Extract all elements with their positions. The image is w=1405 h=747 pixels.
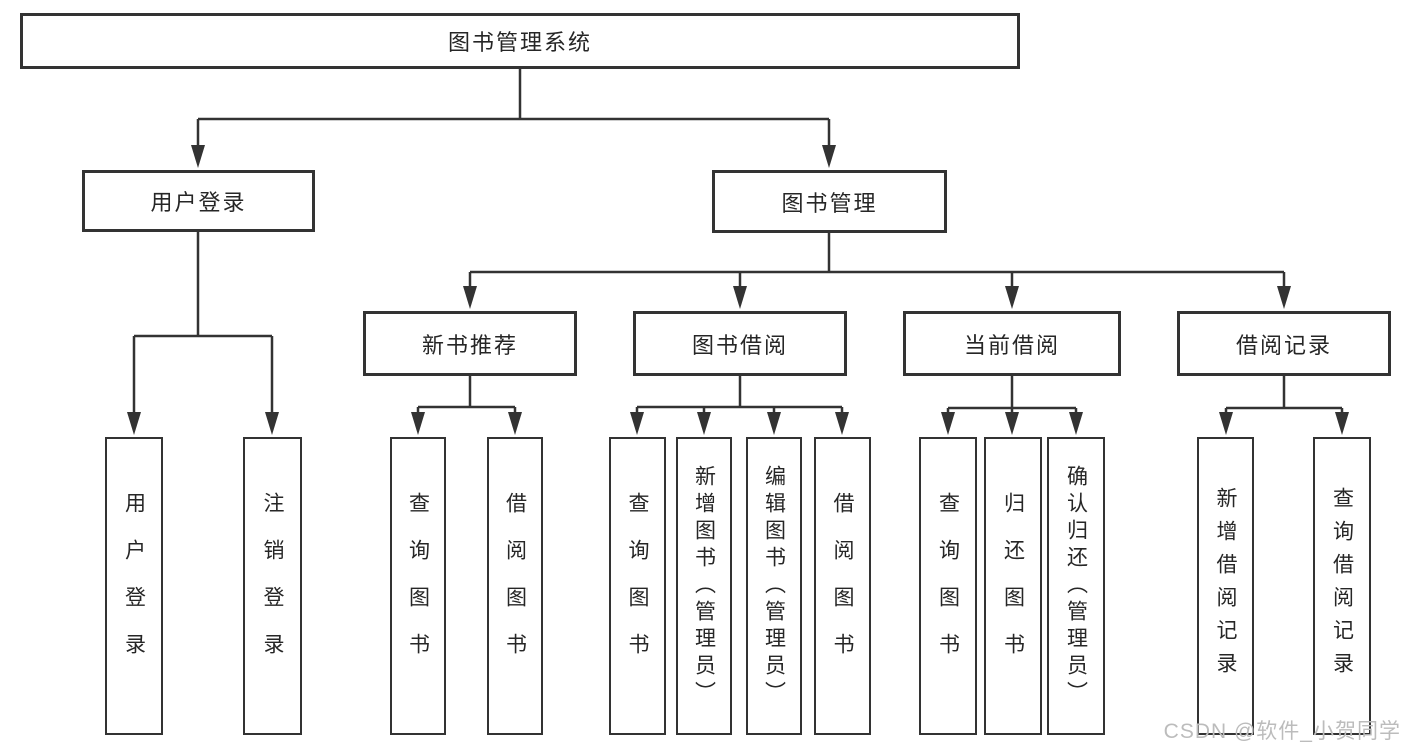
leaf-return-books: 归还图书: [984, 437, 1042, 735]
node-label: 用户登录: [150, 190, 247, 215]
node-label: 当前借阅: [963, 332, 1060, 358]
leaf-label: 注销登录: [261, 492, 284, 680]
arrowheads-book-management: [463, 286, 1291, 309]
leaf-label: 查询借阅记录: [1330, 487, 1354, 685]
leaf-borrow-books-recommend: 借阅图书: [487, 437, 543, 735]
leaf-label: 借阅图书: [831, 492, 854, 680]
node-label: 图书借阅: [691, 332, 788, 358]
arrowheads-borrow-records: [1219, 412, 1349, 435]
leaf-label: 借阅图书: [503, 492, 527, 680]
connector-user-login-to-leaves: [132, 232, 274, 412]
leaf-label: 用户登录: [122, 492, 146, 680]
leaf-logout: 注销登录: [243, 437, 302, 735]
leaf-label: 新增图书（管理员）: [692, 464, 716, 708]
node-book-borrow: 图书借阅: [633, 311, 847, 376]
leaf-label: 新增借阅记录: [1214, 487, 1237, 685]
leaf-label: 查询图书: [626, 492, 649, 680]
leaf-label: 确认归还（管理员）: [1064, 464, 1088, 708]
leaf-label: 归还图书: [1001, 492, 1025, 680]
node-user-login: 用户登录: [82, 170, 315, 232]
leaf-edit-books-admin: 编辑图书（管理员）: [746, 437, 802, 735]
leaf-query-books-borrow: 查询图书: [609, 437, 666, 735]
leaf-add-books-admin: 新增图书（管理员）: [676, 437, 732, 735]
leaf-confirm-return-admin: 确认归还（管理员）: [1047, 437, 1105, 735]
node-new-book-recommend: 新书推荐: [363, 311, 577, 376]
arrowheads-book-borrow: [630, 412, 849, 435]
node-label: 图书管理: [781, 190, 878, 216]
arrowheads-current-borrow: [941, 412, 1083, 435]
node-book-management: 图书管理: [712, 170, 947, 233]
leaf-user-login: 用户登录: [105, 437, 163, 735]
node-borrow-records: 借阅记录: [1177, 311, 1391, 376]
leaf-label: 编辑图书（管理员）: [762, 464, 786, 708]
node-library-management-system: 图书管理系统: [20, 13, 1020, 69]
leaf-query-books-current: 查询图书: [919, 437, 977, 735]
connector-borrow-records-to-leaves: [1224, 376, 1344, 413]
leaf-query-books-recommend: 查询图书: [390, 437, 446, 735]
watermark: CSDN @软件_小贺同学: [1163, 720, 1401, 743]
node-current-borrow: 当前借阅: [903, 311, 1121, 376]
connector-book-borrow-to-leaves: [635, 376, 844, 413]
connector-book-management-to-level3: [468, 233, 1286, 286]
leaf-borrow-books: 借阅图书: [814, 437, 871, 735]
arrowheads-root-to-level2: [191, 145, 836, 168]
node-label: 图书管理系统: [447, 30, 592, 55]
connector-current-borrow-to-leaves: [946, 376, 1078, 413]
leaf-query-borrow-record: 查询借阅记录: [1313, 437, 1371, 735]
node-label: 借阅记录: [1235, 332, 1332, 358]
arrowheads-new-book-recommend: [411, 412, 522, 435]
leaf-label: 查询图书: [406, 492, 430, 680]
leaf-add-borrow-record: 新增借阅记录: [1197, 437, 1254, 735]
leaf-label: 查询图书: [936, 492, 960, 680]
node-label: 新书推荐: [421, 332, 518, 358]
connector-root-to-level2: [196, 69, 831, 146]
arrowheads-user-login: [127, 412, 279, 435]
connector-new-book-recommend-to-leaves: [416, 376, 517, 413]
